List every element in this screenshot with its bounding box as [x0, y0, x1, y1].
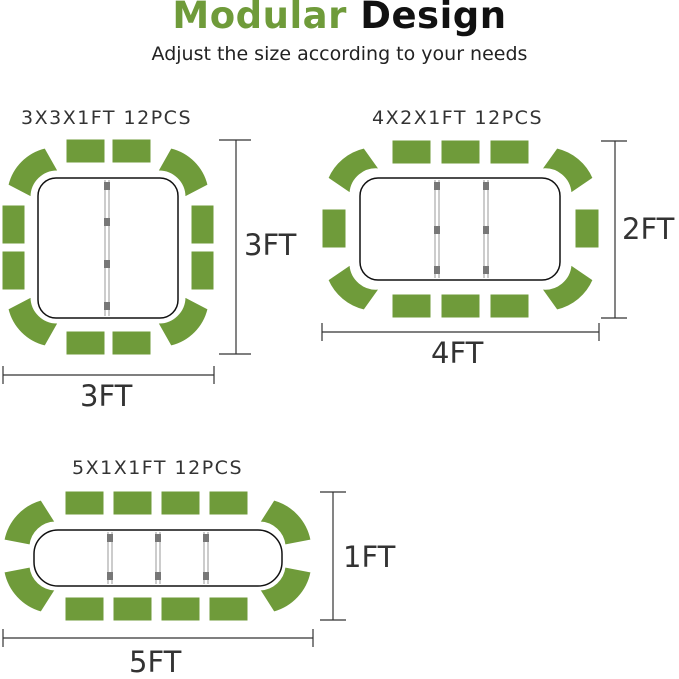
panel-straight — [111, 138, 152, 164]
connector-clip — [434, 226, 440, 234]
config-3x3-panels — [1, 138, 215, 356]
panel-corner — [540, 147, 594, 194]
connector-clip — [203, 572, 209, 580]
panel-straight — [64, 596, 105, 622]
panel-straight — [208, 490, 249, 516]
panel-straight — [1, 250, 26, 291]
config-4x2-label: 4X2X1FT 12PCS — [372, 107, 543, 129]
panel-corner — [259, 566, 312, 613]
connector-clip — [434, 182, 440, 190]
panel-straight — [574, 208, 600, 249]
config-3x3-frame — [37, 177, 179, 319]
page-title: Modular Design — [0, 0, 679, 37]
panel-corner — [3, 566, 56, 613]
panel-straight — [391, 139, 432, 165]
panel-straight — [321, 208, 347, 249]
connector-clip — [107, 572, 113, 580]
panel-corner — [157, 296, 209, 347]
config-4x2 — [321, 139, 627, 341]
panel-corner — [259, 499, 312, 546]
connector-clip — [107, 534, 113, 542]
panel-straight — [489, 139, 530, 165]
panel-straight — [160, 490, 201, 516]
connector-clip — [434, 266, 440, 274]
config-4x2-width-label: 4FT — [431, 336, 484, 370]
panel-straight — [64, 490, 105, 516]
panel-straight — [65, 138, 106, 164]
panel-corner — [327, 264, 381, 311]
panel-straight — [208, 596, 249, 622]
panel-corner — [3, 499, 56, 546]
panel-straight — [160, 596, 201, 622]
panel-straight — [391, 293, 432, 319]
panel-straight — [190, 250, 215, 291]
config-5x1-frame — [33, 529, 283, 587]
config-4x2-frame — [359, 177, 561, 281]
connector-clip — [483, 266, 489, 274]
connector-clip — [104, 302, 110, 310]
panel-straight — [440, 139, 481, 165]
connector-clip — [104, 182, 110, 190]
page-subtitle: Adjust the size according to your needs — [151, 43, 528, 65]
panel-straight — [111, 330, 152, 356]
panel-straight — [440, 293, 481, 319]
panel-straight — [190, 204, 215, 245]
panel-straight — [112, 490, 153, 516]
connector-clip — [104, 218, 110, 226]
connector-clip — [155, 572, 161, 580]
panel-straight — [489, 293, 530, 319]
config-5x1-height-label: 1FT — [343, 540, 396, 574]
panel-corner — [540, 264, 594, 311]
config-5x1-width-label: 5FT — [129, 645, 182, 679]
connector-clip — [483, 182, 489, 190]
title-part2: Design — [360, 0, 507, 37]
config-5x1-label: 5X1X1FT 12PCS — [72, 457, 243, 479]
config-4x2-panels — [321, 139, 600, 319]
panel-corner — [157, 147, 209, 198]
config-3x3-height-label: 3FT — [244, 228, 297, 262]
panel-corner — [7, 296, 59, 347]
panel-corner — [327, 147, 381, 194]
panel-corner — [7, 147, 59, 198]
connector-clip — [203, 534, 209, 542]
config-3x3-width-label: 3FT — [80, 379, 133, 413]
title-part1: Modular — [172, 0, 347, 37]
panel-straight — [112, 596, 153, 622]
panel-straight — [65, 330, 106, 356]
panel-straight — [1, 204, 26, 245]
config-3x3-label: 3X3X1FT 12PCS — [21, 107, 192, 129]
config-5x1 — [2, 490, 346, 647]
config-5x1-panels — [3, 490, 312, 622]
config-4x2-height-label: 2FT — [622, 212, 675, 246]
connector-clip — [483, 226, 489, 234]
config-3x3 — [1, 138, 251, 384]
connector-clip — [104, 260, 110, 268]
connector-clip — [155, 534, 161, 542]
